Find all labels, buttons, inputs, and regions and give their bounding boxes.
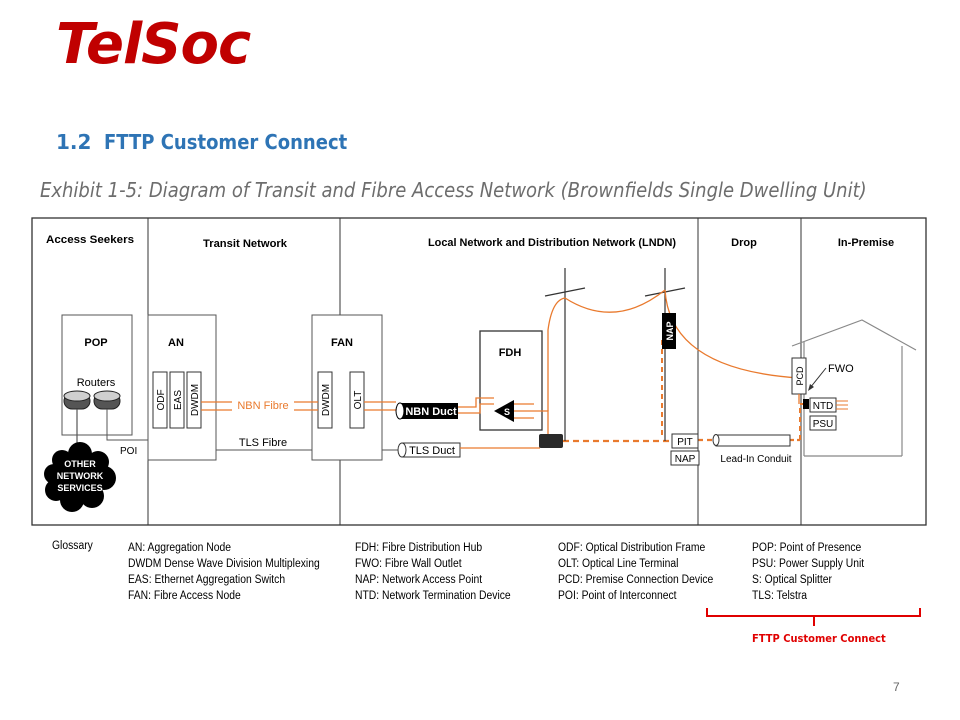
joint-box (539, 434, 563, 448)
nap-pole-box (662, 313, 676, 349)
aerial-drop-cable (664, 289, 801, 379)
ntd-label: NTD (813, 401, 834, 412)
glossary-item: AN: Aggregation Node (128, 542, 232, 554)
splitter-label: S (504, 407, 510, 417)
an-label: AN (168, 337, 184, 349)
fdh-label: FDH (499, 347, 522, 359)
other-services-line-1: OTHER (64, 459, 96, 469)
pop-box (61, 314, 133, 436)
aerial-fibre (564, 289, 666, 313)
column-header-transit: Transit Network (203, 238, 288, 250)
fan-label: FAN (331, 337, 353, 349)
section-title: FTTP Customer Connect (104, 130, 348, 154)
pit-box (671, 433, 699, 449)
lead-in-label: Lead-In Conduit (720, 454, 791, 465)
psu-label: PSU (813, 419, 834, 430)
fan-dwdm-label: DWDM (321, 384, 332, 416)
glossary-item: POI: Point of Interconnect (558, 590, 677, 602)
router-icon (93, 390, 121, 410)
fwo-box (803, 399, 809, 409)
page-number: 7 (893, 680, 900, 694)
glossary-item: OLT: Optical Line Terminal (558, 558, 679, 570)
olt-label: OLT (353, 391, 364, 410)
glossary-item: NAP: Network Access Point (355, 574, 483, 586)
other-services-line-3: SERVICES (57, 483, 102, 493)
ftp-customer-connect-bracket (706, 608, 921, 617)
tls-fibre-label: TLS Fibre (239, 437, 287, 449)
glossary-item: TLS: Telstra (752, 590, 808, 602)
routers-label: Routers (77, 377, 116, 389)
psu-box (809, 415, 837, 431)
glossary-column-1: AN: Aggregation Node DWDM Dense Wave Div… (128, 540, 320, 604)
column-header-drop: Drop (731, 237, 757, 249)
glossary-item: PSU: Power Supply Unit (752, 558, 865, 570)
glossary-item: S: Optical Splitter (752, 574, 832, 586)
nbn-duct (400, 403, 458, 419)
underground-fibre (799, 403, 808, 440)
glossary-column-4: POP: Point of Presence PSU: Power Supply… (752, 540, 864, 604)
an-dwdm-label: DWDM (190, 384, 201, 416)
pop-label: POP (84, 337, 107, 349)
fwo-pointer (809, 367, 827, 389)
tls-duct-label: TLS Duct (409, 445, 455, 457)
nbn-fibre-label: NBN Fibre (237, 400, 288, 412)
glossary-label: Glossary (52, 540, 93, 552)
pole-1 (544, 268, 586, 441)
nap-pole-label: NAP (665, 321, 675, 340)
poi-label: POI (120, 446, 137, 457)
glossary-item: PCD: Premise Connection Device (558, 574, 714, 586)
router-link-line (106, 409, 148, 441)
pcd-label: PCD (795, 366, 805, 386)
eas-label: EAS (173, 390, 184, 410)
glossary-item: FDH: Fibre Distribution Hub (355, 542, 483, 554)
odf-label: ODF (156, 389, 167, 410)
splitter-icon (494, 400, 514, 422)
glossary-item: ODF: Optical Distribution Frame (558, 542, 706, 554)
router-icon (63, 390, 91, 410)
glossary-item: DWDM Dense Wave Division Multiplexing (128, 558, 320, 570)
column-header-access-seekers: Access Seekers (46, 234, 134, 246)
section-number: 1.2 (56, 130, 92, 154)
glossary-item: POP: Point of Presence (752, 542, 862, 554)
nbn-duct-label: NBN Duct (405, 406, 457, 418)
telsoc-logo: TelSoc (56, 12, 251, 77)
other-network-services-cloud (44, 442, 116, 512)
fwo-label: FWO (828, 363, 854, 375)
glossary-item: NTD: Network Termination Device (355, 590, 511, 602)
ftp-customer-connect-label: FTTP Customer Connect (752, 632, 886, 645)
glossary-column-2: FDH: Fibre Distribution Hub FWO: Fibre W… (355, 540, 511, 604)
glossary-item: FWO: Fibre Wall Outlet (355, 558, 462, 570)
column-header-lndn: Local Network and Distribution Network (… (428, 237, 676, 249)
nap-pit-box (670, 450, 700, 466)
aerial-fibre (547, 297, 566, 411)
lead-in-conduit (715, 434, 791, 447)
glossary-column-3: ODF: Optical Distribution Frame OLT: Opt… (558, 540, 713, 604)
column-header-in-premise: In-Premise (838, 237, 894, 249)
pit-label: PIT (677, 437, 693, 448)
glossary-item: EAS: Ethernet Aggregation Switch (128, 574, 286, 586)
nap-pit-label: NAP (675, 454, 696, 465)
glossary-item: FAN: Fibre Access Node (128, 590, 241, 602)
exhibit-caption: Exhibit 1-5: Diagram of Transit and Fibr… (40, 178, 867, 202)
other-services-line-2: NETWORK (57, 471, 104, 481)
